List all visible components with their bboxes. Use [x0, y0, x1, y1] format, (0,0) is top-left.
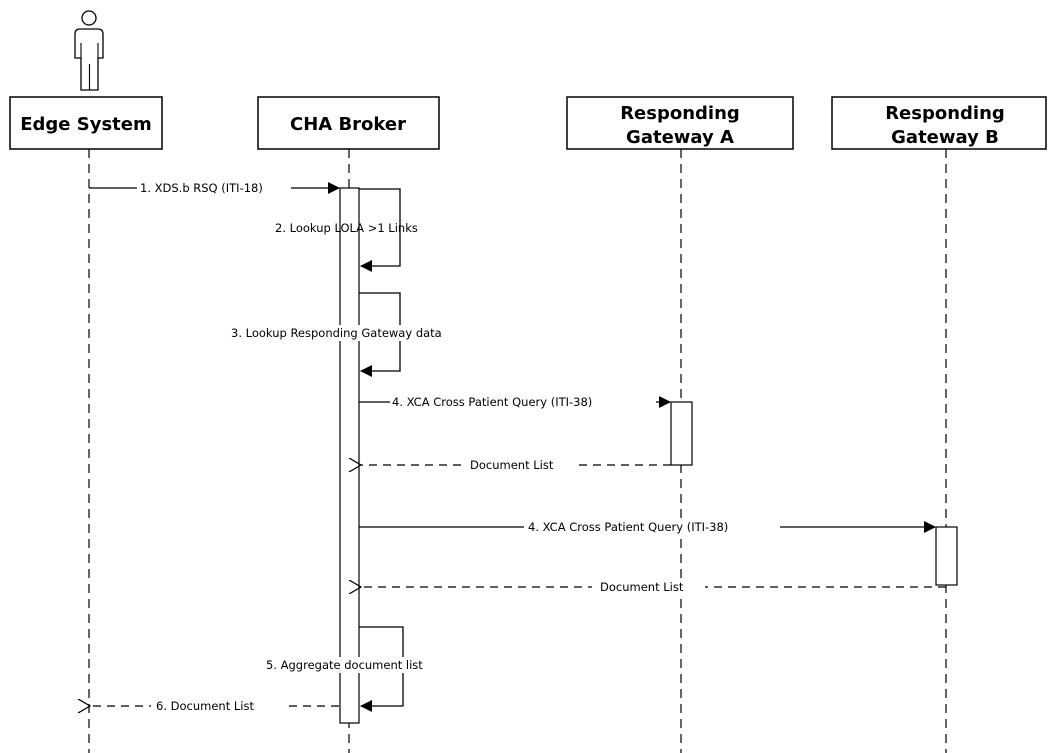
message-4-xca-query-gateway-a: 4. XCA Cross Patient Query (ITI-38)	[359, 394, 671, 410]
message-label: 4. XCA Cross Patient Query (ITI-38)	[528, 520, 728, 534]
participant-responding-gateway-b: Responding Gateway B	[831, 96, 1047, 150]
activation-bar-gateway-b	[935, 526, 958, 586]
message-label: 1. XDS.b RSQ (ITI-18)	[140, 181, 263, 195]
message-label: 5. Aggregate document list	[266, 658, 423, 672]
message-3-lookup-gateway-data: 3. Lookup Responding Gateway data	[229, 292, 493, 377]
person-icon	[74, 10, 104, 91]
message-label: 3. Lookup Responding Gateway data	[231, 326, 442, 340]
message-label: Document List	[470, 458, 554, 472]
message-5-aggregate-list: 5. Aggregate document list	[264, 626, 464, 712]
message-4-xca-query-gateway-b: 4. XCA Cross Patient Query (ITI-38)	[359, 519, 936, 535]
participant-label-line-2: Gateway B	[891, 127, 999, 148]
message-label: Document List	[600, 580, 684, 594]
message-label: 2. Lookup LOLA >1 Links	[275, 221, 418, 235]
activation-bar-gateway-a	[670, 401, 693, 466]
message-label: 4. XCA Cross Patient Query (ITI-38)	[392, 395, 592, 409]
participant-label: CHA Broker	[290, 114, 406, 135]
message-label: 6. Document List	[156, 699, 254, 713]
participant-label-line-1: Responding	[885, 103, 1005, 124]
message-return-document-list-a: Document List	[361, 457, 671, 473]
participant-cha-broker: CHA Broker	[257, 96, 440, 150]
participant-label: Edge System	[20, 114, 152, 135]
message-6-document-list: 6. Document List	[90, 698, 339, 714]
participant-label-line-2: Gateway A	[626, 127, 734, 148]
message-2-lookup-lola: 2. Lookup LOLA >1 Links	[275, 188, 418, 272]
participant-label-line-1: Responding	[620, 103, 740, 124]
participant-responding-gateway-a: Responding Gateway A	[566, 96, 794, 150]
message-1-xds-rsq: 1. XDS.b RSQ (ITI-18)	[89, 180, 340, 196]
activation-bar-cha-broker	[339, 187, 360, 724]
participant-edge-system: Edge System	[9, 96, 163, 150]
message-return-document-list-b: Document List	[361, 579, 946, 595]
